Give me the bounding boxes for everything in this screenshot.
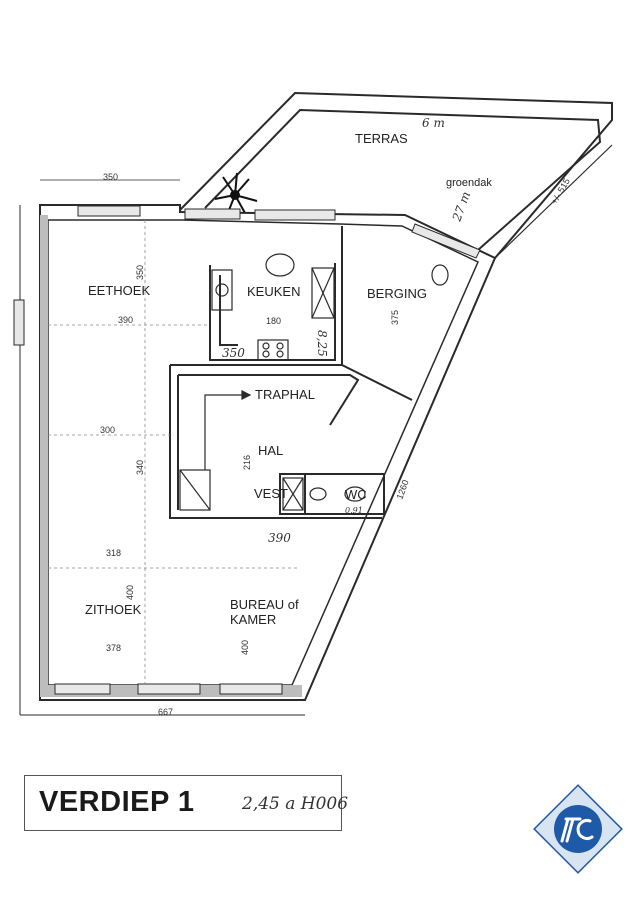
room-label-keuken: KEUKEN xyxy=(247,284,300,299)
dim-eethoek-width: 390 xyxy=(118,315,133,325)
dim-zithoek-width-bottom: 378 xyxy=(106,643,121,653)
annotation-terras-note: 6 m xyxy=(422,116,445,130)
outer-walls xyxy=(19,179,497,716)
dim-bureau-depth: 400 xyxy=(240,640,250,655)
title-box: VERDIEP 1 xyxy=(24,775,342,831)
plant-icon xyxy=(214,172,258,216)
room-label-wc: WC xyxy=(345,487,367,502)
room-label-vest: VEST xyxy=(254,486,288,501)
dim-hal-bottom: 390 xyxy=(268,531,291,545)
dim-left-mid-depth: 340 xyxy=(135,460,145,475)
dim-zithoek-depth: 400 xyxy=(125,585,135,600)
annotation-groendak-note: 27 m xyxy=(449,190,473,224)
dim-zithoek-width-top: 318 xyxy=(106,548,121,558)
dim-diagonal-length: 1260 xyxy=(394,478,410,500)
wc-fixtures xyxy=(282,477,366,511)
dim-top-width: 350 xyxy=(103,172,118,182)
stair xyxy=(179,390,252,511)
floor-title-handwritten: 2,45 a H006 xyxy=(242,794,349,814)
dim-left-mid-width: 300 xyxy=(100,425,115,435)
dim-keuken-side: 8,25 xyxy=(315,330,329,357)
terrace-outline xyxy=(179,91,613,259)
dim-total-width: 667 xyxy=(158,707,173,717)
dim-keuken-width: 180 xyxy=(266,316,281,326)
room-label-bureau-line2: KAMER xyxy=(230,612,276,627)
floor-title: VERDIEP 1 xyxy=(39,786,195,818)
room-dividers xyxy=(48,220,300,685)
annotation-groendak: groendak xyxy=(446,177,492,189)
room-label-terras: TERRAS xyxy=(355,131,408,146)
room-label-zithoek: ZITHOEK xyxy=(85,602,142,617)
ltc-logo xyxy=(533,784,623,874)
room-label-traphal: TRAPHAL xyxy=(255,387,315,402)
interior-walls xyxy=(169,226,413,519)
dim-eethoek-depth: 350 xyxy=(135,265,145,280)
dim-wc-note: 0,91 xyxy=(345,506,363,515)
room-label-berging: BERGING xyxy=(367,286,427,301)
dim-hal-width: 216 xyxy=(242,455,252,470)
dim-berging-depth: 375 xyxy=(390,310,400,325)
windows xyxy=(13,205,481,695)
room-label-bureau-line1: BUREAU of xyxy=(230,597,299,612)
ltc-logo-mark xyxy=(560,817,594,843)
dim-keuken-bottom: 350 xyxy=(222,346,245,360)
wall-fill-left xyxy=(40,215,48,695)
kitchen-fixtures xyxy=(211,253,449,361)
room-label-eethoek: EETHOEK xyxy=(88,283,150,298)
room-label-hal: HAL xyxy=(258,443,283,458)
